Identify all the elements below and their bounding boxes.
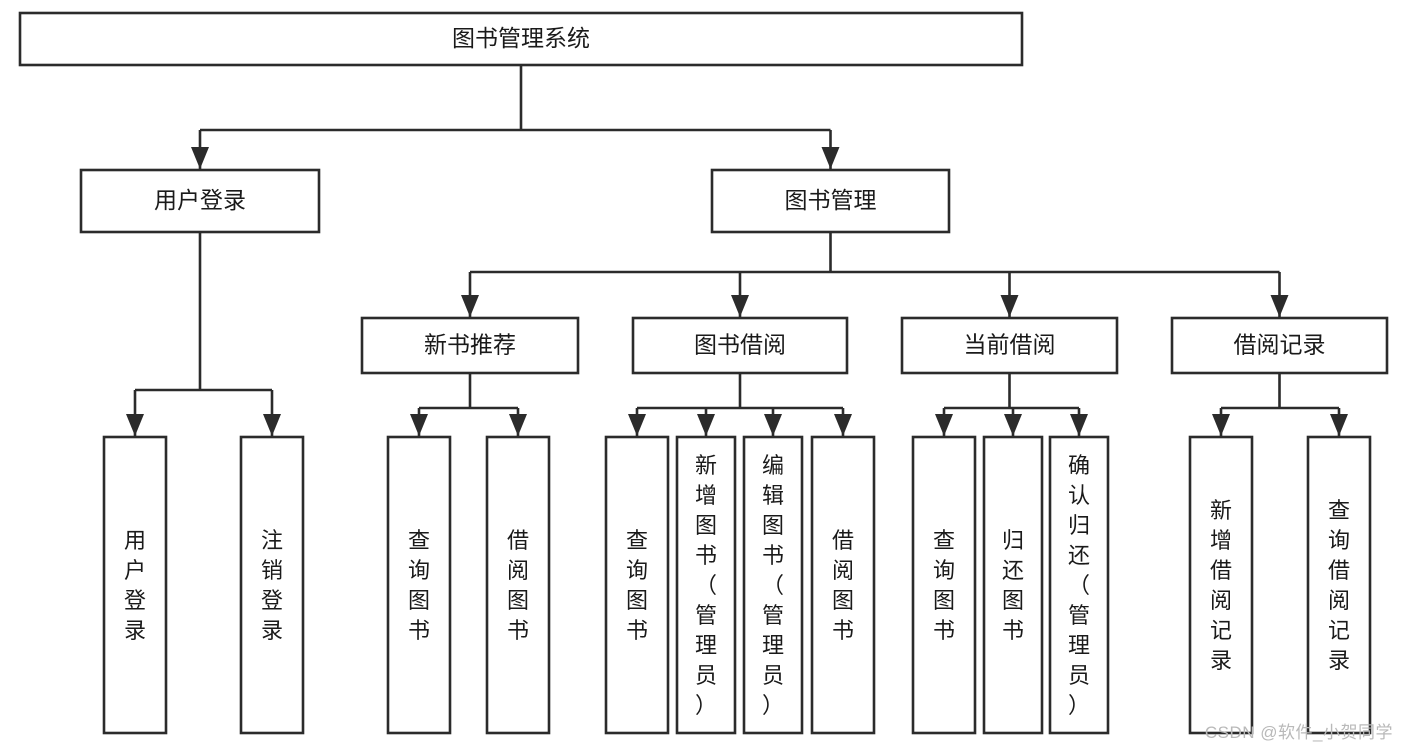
node-borrow-record[interactable]: 借阅记录 bbox=[1170, 316, 1389, 375]
node-label: 图书管理系统 bbox=[452, 25, 590, 51]
arrow-head-icon bbox=[1212, 414, 1230, 436]
node-box bbox=[631, 316, 849, 375]
node-label: 查询图书 bbox=[626, 528, 648, 643]
node-box bbox=[1188, 435, 1254, 735]
node-leaf-cb-confirm-return[interactable]: 确认归还（管理员） bbox=[1048, 435, 1110, 735]
arrow-head-icon bbox=[410, 414, 428, 436]
node-label: 编辑图书（管理员） bbox=[762, 453, 784, 718]
node-label: 查询图书 bbox=[408, 528, 430, 643]
node-leaf-user-login[interactable]: 用户登录 bbox=[102, 435, 168, 735]
node-box bbox=[710, 168, 951, 234]
node-label: 用户登录 bbox=[154, 187, 246, 213]
node-leaf-user-logout[interactable]: 注销登录 bbox=[239, 435, 305, 735]
node-label: 查询借阅记录 bbox=[1328, 498, 1350, 673]
connector-layer bbox=[126, 65, 1348, 436]
node-box bbox=[79, 168, 321, 234]
node-box bbox=[1306, 435, 1372, 735]
node-label: 借阅图书 bbox=[507, 528, 529, 643]
node-label: 新增图书（管理员） bbox=[695, 453, 717, 718]
node-book-manage[interactable]: 图书管理 bbox=[710, 168, 951, 234]
node-box bbox=[386, 435, 452, 735]
arrow-head-icon bbox=[509, 414, 527, 436]
node-label: 当前借阅 bbox=[964, 332, 1056, 358]
node-leaf-rec-query-book[interactable]: 查询图书 bbox=[386, 435, 452, 735]
node-leaf-bb-edit-book[interactable]: 编辑图书（管理员） bbox=[742, 435, 804, 735]
node-root[interactable]: 图书管理系统 bbox=[18, 11, 1024, 67]
node-label: 图书借阅 bbox=[694, 332, 786, 358]
node-leaf-bb-query-book[interactable]: 查询图书 bbox=[604, 435, 670, 735]
node-new-book-rec[interactable]: 新书推荐 bbox=[360, 316, 580, 375]
arrow-head-icon bbox=[263, 414, 281, 436]
node-box bbox=[1048, 435, 1110, 735]
arrow-head-icon bbox=[697, 414, 715, 436]
node-book-borrow[interactable]: 图书借阅 bbox=[631, 316, 849, 375]
node-label: 图书管理 bbox=[785, 187, 877, 213]
node-box bbox=[982, 435, 1044, 735]
node-box bbox=[742, 435, 804, 735]
node-label: 新书推荐 bbox=[424, 332, 516, 358]
arrow-head-icon bbox=[1004, 414, 1022, 436]
arrow-head-icon bbox=[821, 147, 840, 169]
node-label: 确认归还（管理员） bbox=[1068, 453, 1090, 718]
node-label: 查询图书 bbox=[933, 528, 955, 643]
node-box bbox=[675, 435, 737, 735]
arrow-head-icon bbox=[1330, 414, 1348, 436]
node-leaf-bb-borrow-book[interactable]: 借阅图书 bbox=[810, 435, 876, 735]
node-label: 借阅图书 bbox=[832, 528, 854, 643]
node-leaf-br-query-record[interactable]: 查询借阅记录 bbox=[1306, 435, 1372, 735]
node-box bbox=[810, 435, 876, 735]
arrow-head-icon bbox=[461, 295, 479, 317]
node-label: 借阅记录 bbox=[1234, 332, 1326, 358]
node-label: 用户登录 bbox=[124, 528, 146, 643]
arrow-head-icon bbox=[764, 414, 782, 436]
node-box bbox=[1170, 316, 1389, 375]
node-current-borrow[interactable]: 当前借阅 bbox=[900, 316, 1119, 375]
node-leaf-br-add-record[interactable]: 新增借阅记录 bbox=[1188, 435, 1254, 735]
node-user-login[interactable]: 用户登录 bbox=[79, 168, 321, 234]
node-layer: 图书管理系统用户登录图书管理新书推荐图书借阅当前借阅借阅记录用户登录注销登录查询… bbox=[18, 11, 1389, 735]
node-label: 注销登录 bbox=[261, 528, 283, 643]
node-leaf-rec-borrow-book[interactable]: 借阅图书 bbox=[485, 435, 551, 735]
arrow-head-icon bbox=[1000, 295, 1019, 317]
node-box bbox=[604, 435, 670, 735]
arrow-head-icon bbox=[1070, 414, 1088, 436]
node-leaf-bb-add-book[interactable]: 新增图书（管理员） bbox=[675, 435, 737, 735]
node-box bbox=[900, 316, 1119, 375]
node-box bbox=[239, 435, 305, 735]
node-box bbox=[485, 435, 551, 735]
arrow-head-icon bbox=[628, 414, 646, 436]
node-leaf-cb-query-book[interactable]: 查询图书 bbox=[911, 435, 977, 735]
arrow-head-icon bbox=[1270, 295, 1289, 317]
node-box bbox=[18, 11, 1024, 67]
node-label: 新增借阅记录 bbox=[1210, 498, 1232, 673]
node-box bbox=[102, 435, 168, 735]
node-leaf-cb-return-book[interactable]: 归还图书 bbox=[982, 435, 1044, 735]
arrow-head-icon bbox=[126, 414, 144, 436]
node-box bbox=[911, 435, 977, 735]
arrow-head-icon bbox=[935, 414, 953, 436]
node-box bbox=[360, 316, 580, 375]
node-label: 归还图书 bbox=[1002, 528, 1024, 643]
arrow-head-icon bbox=[731, 295, 749, 317]
arrow-head-icon bbox=[191, 147, 209, 169]
arrow-head-icon bbox=[834, 414, 852, 436]
